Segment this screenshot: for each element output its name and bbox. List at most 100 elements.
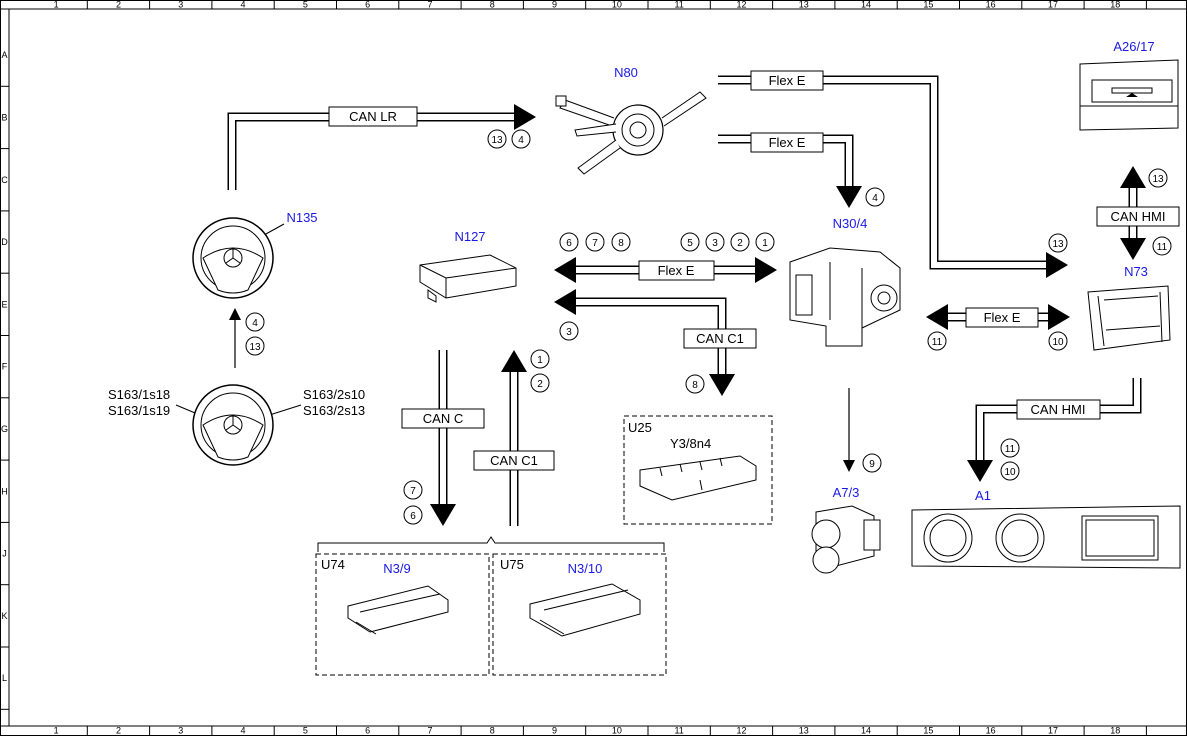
signal-number: 2 (737, 238, 743, 249)
n135-label: N135 (286, 210, 317, 225)
n30-4-label: N30/4 (833, 216, 868, 231)
signal-number: 7 (592, 238, 598, 249)
signal-number: 9 (869, 459, 875, 470)
flex-e-mid-bus: Flex E (718, 132, 862, 208)
grid-column-label: 6 (365, 0, 370, 10)
signal-number: 7 (410, 486, 416, 497)
can-c1-left-label: CAN C1 (490, 453, 538, 468)
grid-column-label: 10 (612, 0, 622, 10)
signal-number: 1 (762, 238, 768, 249)
flex-e-right-bus: Flex E (926, 304, 1070, 330)
grid-column-label: 3 (178, 0, 183, 10)
signal-number: 4 (518, 135, 524, 146)
grid-column-label: 18 (1110, 0, 1120, 10)
a7-3-unit: A7/3 (811, 485, 881, 574)
n127-module: N127 (419, 229, 517, 303)
can-hmi-top-label: CAN HMI (1111, 209, 1166, 224)
grid-row-label: E (1, 299, 7, 309)
signal-can-lr: 13 4 (487, 129, 531, 149)
flex-e-right-label: Flex E (984, 310, 1021, 325)
grid-column-label: 10 (612, 726, 622, 736)
u25-group: U25 Y3/8n4 (623, 415, 773, 525)
n3-9-label: N3/9 (383, 561, 410, 576)
signal-number: 11 (1005, 444, 1016, 455)
grid-column-label: 17 (1048, 726, 1058, 736)
n127-label: N127 (454, 229, 485, 244)
can-lr-bus: CAN LR (227, 104, 536, 190)
grid-column-label: 4 (241, 726, 246, 736)
grid-row-label: C (1, 175, 8, 185)
grid-row-label: J (2, 549, 7, 559)
signal-can-hmi-bottom: 11 10 (1000, 438, 1020, 481)
grid-column-label: 1 (54, 726, 59, 736)
steering-wheel-switches: S163/1s18 S163/1s19 S163/2s10 S163/2s13 (108, 384, 365, 466)
a1-instrument-cluster: A1 (911, 488, 1181, 569)
grid-column-label: 14 (861, 726, 871, 736)
n135-steering-wheel: N135 (192, 210, 318, 299)
a26-17-label: A26/17 (1113, 39, 1154, 54)
signal-number: 5 (687, 238, 693, 249)
grid-row-label: F (2, 362, 8, 372)
signal-number: 8 (692, 380, 698, 391)
signal-number: 13 (491, 135, 503, 146)
grid-column-label: 2 (116, 726, 121, 736)
u75-label: U75 (500, 557, 524, 572)
s163-2s13-label: S163/2s13 (303, 403, 365, 418)
grid-column-label: 1 (54, 0, 59, 10)
a1-label: A1 (975, 488, 991, 503)
signal-flex-e-mid: 4 (865, 187, 885, 207)
signal-number: 10 (1004, 467, 1016, 478)
signal-n30-to-a7: 9 (862, 453, 882, 473)
signal-number: 13 (249, 342, 261, 353)
a26-17-unit: A26/17 (1079, 39, 1179, 131)
signal-flex-e-top: 13 (1048, 233, 1068, 253)
signal-number: 13 (1052, 239, 1064, 250)
grid-column-label: 12 (736, 726, 746, 736)
can-c1-right-bus: CAN C1 (554, 289, 757, 396)
grid-column-label: 17 (1048, 0, 1058, 10)
can-hmi-top-bus: CAN HMI (1096, 166, 1180, 260)
signal-flex-e-center-right: 5 3 2 1 (680, 232, 775, 252)
grid-column-label: 12 (736, 0, 746, 10)
grid-column-label: 3 (178, 726, 183, 736)
signal-number: 6 (566, 238, 572, 249)
signal-flex-e-center-left: 6 7 8 (559, 232, 631, 252)
a7-3-label: A7/3 (833, 485, 860, 500)
u25-label: U25 (628, 420, 652, 435)
s163-1s18-label: S163/1s18 (108, 387, 170, 402)
grid-row-label: H (1, 486, 8, 496)
flex-e-top-bus: Flex E (718, 70, 1068, 278)
grid-column-label: 13 (799, 726, 809, 736)
s163-2s10-label: S163/2s10 (303, 387, 365, 402)
n3-10-label: N3/10 (568, 561, 603, 576)
grid-row-label: K (1, 611, 7, 621)
grid-column-label: 14 (861, 0, 871, 10)
grid-column-label: 11 (674, 726, 683, 736)
grid-column-label: 9 (552, 0, 557, 10)
grid-column-label: 4 (241, 0, 246, 10)
can-c-bus: CAN C (401, 350, 485, 526)
signal-flex-e-right: 11 10 (927, 331, 1068, 351)
grid-column-label: 8 (490, 0, 495, 10)
n80-steering-column-module: N80 (555, 65, 707, 175)
grid-column-label: 7 (427, 726, 432, 736)
signal-number: 3 (566, 327, 572, 338)
n30-4-esp-unit: N30/4 (789, 216, 901, 347)
signal-number: 13 (1152, 174, 1164, 185)
grid-column-label: 13 (799, 0, 809, 10)
signal-can-c: 7 6 (403, 480, 423, 525)
flex-e-mid-label: Flex E (769, 135, 806, 150)
u74-label: U74 (321, 557, 345, 572)
can-hmi-bottom-label: CAN HMI (1031, 402, 1086, 417)
grid-column-label: 5 (303, 726, 308, 736)
signal-can-c1-left: 1 2 (530, 349, 550, 393)
grid-row-label: L (2, 673, 7, 683)
grid-column-label: 9 (552, 726, 557, 736)
n73-label: N73 (1124, 264, 1148, 279)
grid-column-label: 6 (365, 726, 370, 736)
flex-e-top-label: Flex E (769, 73, 806, 88)
grid-row-label: B (1, 112, 7, 122)
